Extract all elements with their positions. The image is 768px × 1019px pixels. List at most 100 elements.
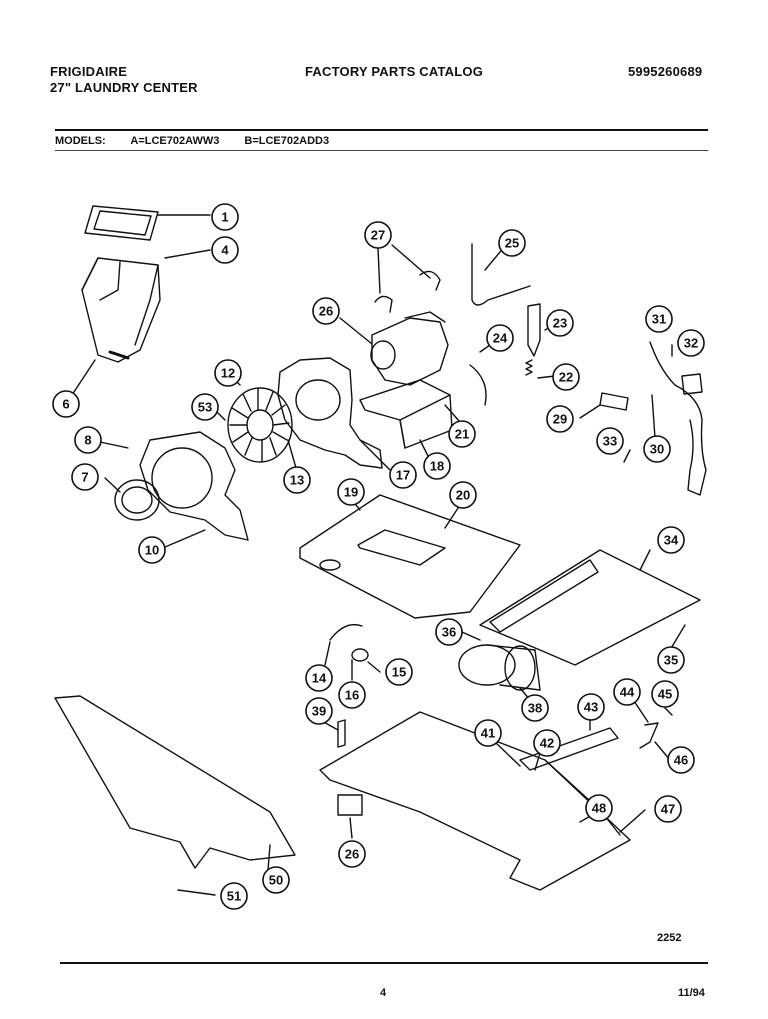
callout-circle bbox=[651, 680, 679, 708]
header-rule bbox=[55, 129, 708, 131]
callout-label: 12 bbox=[221, 366, 235, 381]
callout-21: 21 bbox=[448, 420, 476, 448]
callout-label: 16 bbox=[345, 688, 359, 703]
callout-label: 33 bbox=[603, 434, 617, 449]
callout-circle bbox=[211, 236, 239, 264]
callout-43: 43 bbox=[577, 693, 605, 721]
part-duct-drawing bbox=[81, 257, 161, 363]
callout-24: 24 bbox=[486, 324, 514, 352]
part-blower-housing-drawing bbox=[277, 357, 383, 469]
part-cord-block-drawing bbox=[681, 373, 703, 395]
part-clip-b-drawing bbox=[419, 270, 441, 291]
catalog-title: FACTORY PARTS CATALOG bbox=[305, 64, 484, 79]
callout-circle bbox=[474, 719, 502, 747]
callout-circle bbox=[448, 420, 476, 448]
callout-14: 14 bbox=[305, 664, 333, 692]
callout-circle bbox=[667, 746, 695, 774]
callout-circle bbox=[645, 305, 673, 333]
callout-29: 29 bbox=[546, 405, 574, 433]
brand-name: FRIGIDAIRE bbox=[50, 64, 128, 79]
part-rail-drawing bbox=[519, 727, 619, 771]
callout-circle bbox=[657, 526, 685, 554]
callout-label: 39 bbox=[312, 704, 326, 719]
callout-circle bbox=[521, 694, 549, 722]
callout-label: 15 bbox=[392, 665, 406, 680]
leader-lines bbox=[71, 214, 686, 896]
callout-circle bbox=[338, 840, 366, 868]
callout-circle bbox=[220, 882, 248, 910]
callout-27: 27 bbox=[364, 221, 392, 249]
callout-circle bbox=[677, 329, 705, 357]
part-blower-plate-drawing bbox=[139, 431, 249, 541]
callout-circle bbox=[643, 435, 671, 463]
callout-26: 26 bbox=[338, 840, 366, 868]
callout-12: 12 bbox=[214, 359, 242, 387]
callout-label: 27 bbox=[371, 228, 385, 243]
callout-circle bbox=[71, 463, 99, 491]
callout-label: 7 bbox=[81, 470, 88, 485]
callout-circle bbox=[283, 466, 311, 494]
callout-41: 41 bbox=[474, 719, 502, 747]
callout-13: 13 bbox=[283, 466, 311, 494]
callout-label: 18 bbox=[430, 459, 444, 474]
figure-number: 2252 bbox=[657, 932, 682, 944]
models-rule bbox=[55, 150, 708, 151]
callout-label: 26 bbox=[319, 304, 333, 319]
callout-circle bbox=[533, 729, 561, 757]
callout-circle bbox=[596, 427, 624, 455]
part-top-panel-drawing bbox=[479, 549, 701, 666]
callout-label: 17 bbox=[396, 468, 410, 483]
callout-circle bbox=[364, 221, 392, 249]
part-gasket-drawing bbox=[84, 205, 159, 241]
callout-1: 1 bbox=[211, 203, 239, 231]
callout-label: 1 bbox=[221, 210, 228, 225]
callout-label: 36 bbox=[442, 625, 456, 640]
callout-circle bbox=[385, 658, 413, 686]
callout-label: 6 bbox=[62, 397, 69, 412]
callout-47: 47 bbox=[654, 795, 682, 823]
part-base-plate-drawing bbox=[299, 494, 521, 619]
callout-7: 7 bbox=[71, 463, 99, 491]
callout-circle bbox=[338, 681, 366, 709]
callout-circle bbox=[305, 697, 333, 725]
callout-label: 26 bbox=[345, 847, 359, 862]
callout-48: 48 bbox=[585, 794, 613, 822]
callout-circle bbox=[211, 203, 239, 231]
callout-circle bbox=[435, 618, 463, 646]
callout-circle bbox=[585, 794, 613, 822]
callout-16: 16 bbox=[338, 681, 366, 709]
callout-label: 13 bbox=[290, 473, 304, 488]
callout-46: 46 bbox=[667, 746, 695, 774]
callout-44: 44 bbox=[613, 678, 641, 706]
callout-38: 38 bbox=[521, 694, 549, 722]
part-wire-drawing bbox=[329, 623, 363, 641]
callout-label: 50 bbox=[269, 873, 283, 888]
part-spring-drawing bbox=[525, 359, 533, 376]
callout-label: 8 bbox=[84, 433, 91, 448]
callout-label: 10 bbox=[145, 543, 159, 558]
part-side-bracket-drawing bbox=[639, 722, 659, 749]
callout-label: 42 bbox=[540, 736, 554, 751]
part-screw-drawing bbox=[337, 719, 346, 748]
callout-26: 26 bbox=[312, 297, 340, 325]
callout-label: 45 bbox=[658, 687, 672, 702]
part-grommet-drawing bbox=[351, 648, 369, 662]
callout-label: 23 bbox=[553, 316, 567, 331]
part-foot-drawing bbox=[337, 794, 363, 816]
callout-25: 25 bbox=[498, 229, 526, 257]
product-name: 27" LAUNDRY CENTER bbox=[50, 80, 198, 95]
part-motor-drawing bbox=[370, 311, 449, 386]
callout-label: 29 bbox=[553, 412, 567, 427]
callout-51: 51 bbox=[220, 882, 248, 910]
models-line: MODELS: A=LCE702AWW3 B=LCE702ADD3 bbox=[55, 135, 351, 147]
callout-circle bbox=[449, 481, 477, 509]
callout-label: 19 bbox=[344, 485, 358, 500]
model-a: A=LCE702AWW3 bbox=[130, 135, 220, 147]
part-frame-drawing bbox=[319, 711, 631, 891]
callout-30: 30 bbox=[643, 435, 671, 463]
callout-label: 20 bbox=[456, 488, 470, 503]
callout-15: 15 bbox=[385, 658, 413, 686]
callout-label: 22 bbox=[559, 370, 573, 385]
model-b: B=LCE702ADD3 bbox=[244, 135, 330, 147]
